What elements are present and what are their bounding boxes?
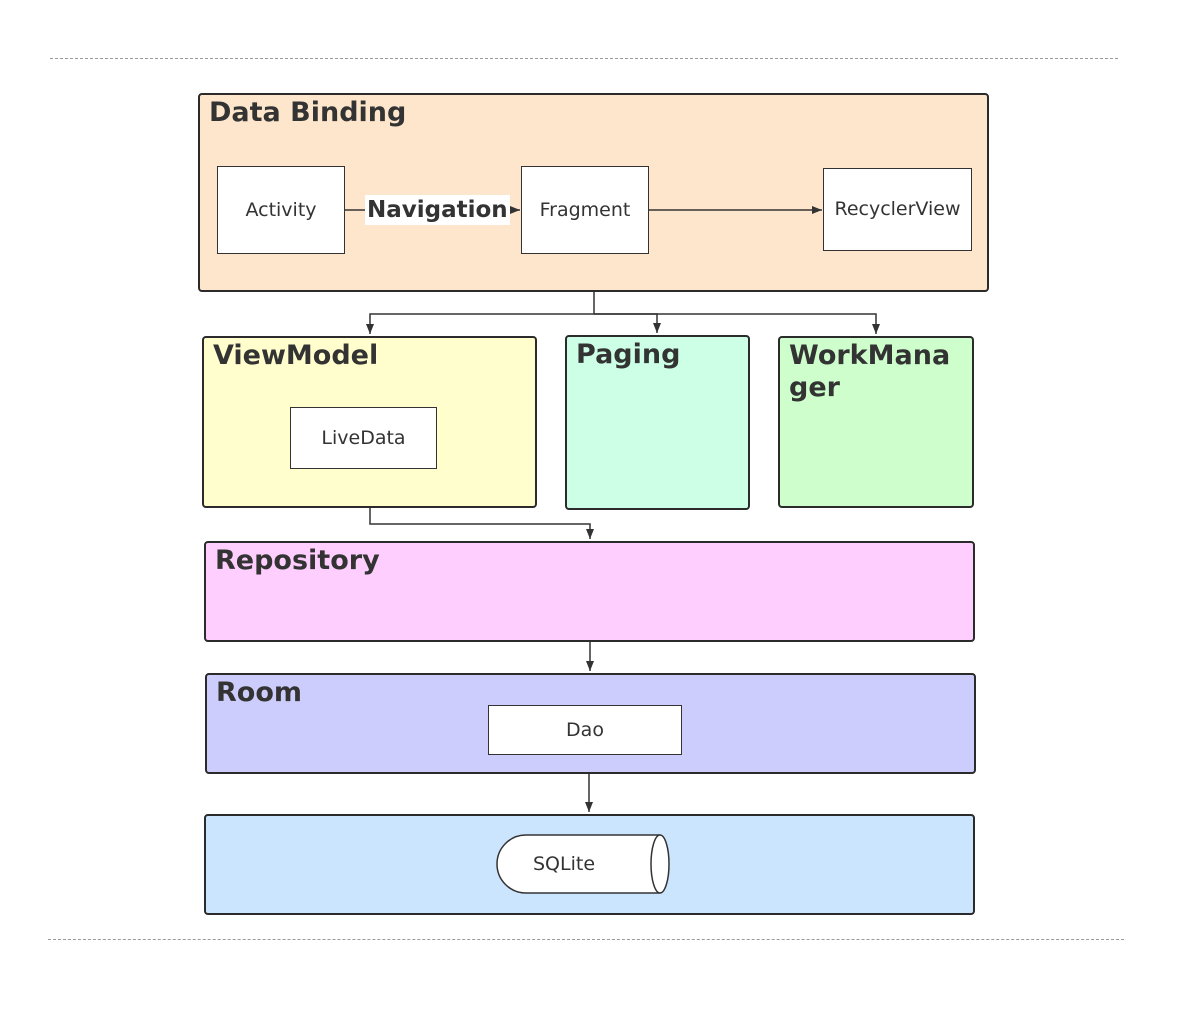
group-repository: Repository bbox=[204, 541, 975, 642]
edge-label-navigation: Navigation bbox=[365, 195, 510, 225]
edge-databinding-workmanager bbox=[594, 313, 880, 334]
edge-databinding-paging bbox=[594, 313, 661, 333]
node-recyclerview: RecyclerView bbox=[823, 168, 972, 251]
node-recyclerview-label: RecyclerView bbox=[834, 198, 961, 220]
group-workmanager: WorkManager bbox=[778, 336, 974, 508]
node-activity: Activity bbox=[217, 166, 345, 254]
group-paging: Paging bbox=[565, 335, 750, 510]
edge-viewmodel-repository bbox=[369, 508, 594, 539]
node-dao: Dao bbox=[488, 705, 682, 755]
node-fragment: Fragment bbox=[521, 166, 649, 254]
node-sqlite-label: SQLite bbox=[533, 853, 596, 875]
group-title-repository: Repository bbox=[215, 545, 380, 576]
node-livedata: LiveData bbox=[290, 407, 437, 469]
group-title-data-binding: Data Binding bbox=[209, 97, 407, 128]
group-title-room: Room bbox=[216, 677, 303, 708]
group-room: Room bbox=[205, 673, 976, 774]
sqlite-cylinder bbox=[496, 834, 670, 894]
group-title-viewmodel: ViewModel bbox=[213, 340, 379, 371]
top-dashed-divider bbox=[50, 58, 1118, 59]
group-title-workmanager: WorkManager bbox=[789, 340, 951, 403]
group-title-paging: Paging bbox=[576, 339, 681, 370]
bottom-dashed-divider bbox=[48, 939, 1124, 940]
edge-databinding-viewmodel bbox=[366, 313, 594, 334]
